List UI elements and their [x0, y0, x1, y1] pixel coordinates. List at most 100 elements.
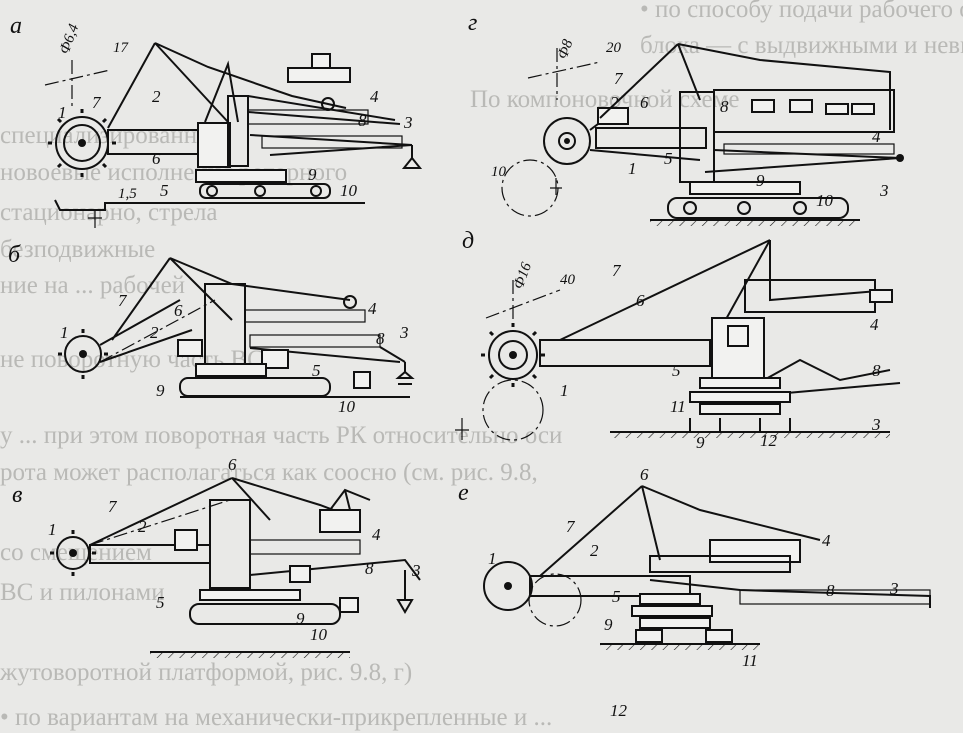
bg-line: у ... при этом поворотная часть РК относ…	[0, 422, 563, 449]
part-label: 7	[612, 261, 622, 280]
part-label: 10	[816, 191, 834, 210]
part-label: 2	[152, 87, 161, 106]
part-label: 9	[308, 165, 317, 184]
part-label: 7	[118, 291, 128, 310]
part-label: 11	[670, 397, 686, 416]
part-label: 7	[108, 497, 118, 516]
part-label: 8	[365, 559, 374, 578]
part-label: 7	[566, 517, 576, 536]
part-label: 8	[720, 97, 729, 116]
part-label: 6	[640, 465, 649, 484]
bg-line: рота может располагаться как соосно (см.…	[0, 459, 538, 486]
part-label: 10	[340, 181, 358, 200]
bucket-wheel	[58, 329, 108, 379]
bg-line: • по способу подачи рабочего органа на з…	[640, 0, 963, 23]
part-label: 1	[48, 520, 57, 539]
part-label: 4	[872, 127, 881, 146]
part-label: 8	[358, 111, 367, 130]
bg-line: блока — с выдвижными и невыдвижными стре…	[640, 32, 963, 59]
part-label: 9	[604, 615, 613, 634]
part-label: 2	[610, 93, 619, 112]
part-label: 2	[138, 517, 147, 536]
part-label: 1	[488, 549, 497, 568]
part-label: 8	[826, 581, 835, 600]
part-label: 4	[822, 531, 831, 550]
dim-diameter: Ф6,4	[57, 21, 83, 56]
dim-height: 20	[606, 40, 622, 56]
panel-letter: в	[12, 482, 22, 508]
part-label: 4	[870, 315, 879, 334]
part-label: 5	[672, 361, 681, 380]
part-label: 12	[760, 431, 778, 450]
part-label: 6	[636, 291, 645, 310]
bg-line: ВС и пилонами	[0, 579, 165, 606]
part-label: 7	[614, 69, 624, 88]
part-label: 9	[756, 171, 765, 190]
panel-letter: е	[458, 480, 469, 506]
part-label: 10	[310, 625, 328, 644]
part-label: 10	[338, 397, 356, 416]
dim-depth: 1,5	[118, 186, 137, 202]
bg-line: ние на ... рабочей	[0, 272, 186, 299]
part-label: 8	[872, 361, 881, 380]
panel-letter: б	[8, 242, 21, 268]
bg-line: • по вариантам на механически-прикреплен…	[0, 704, 553, 731]
part-label: 1	[628, 159, 637, 178]
part-label: 3	[889, 579, 899, 598]
part-label: 1	[560, 381, 569, 400]
part-label: 9	[156, 381, 165, 400]
bg-line: жутоворотной платформой, рис. 9.8, г)	[0, 659, 413, 686]
part-label: 6	[640, 93, 649, 112]
part-label: 5	[664, 149, 673, 168]
part-label: 6	[174, 301, 183, 320]
bucket-wheel	[48, 109, 116, 177]
part-label: 3	[411, 561, 421, 580]
part-label: 5	[612, 587, 621, 606]
part-label: 3	[399, 323, 409, 342]
panel-a: а	[10, 13, 423, 228]
part-label: 4	[370, 87, 379, 106]
panel-letter: г	[468, 10, 477, 36]
part-label: 5	[160, 181, 169, 200]
part-label: 5	[312, 361, 321, 380]
dim-height: 40	[560, 272, 576, 288]
part-label: 9	[296, 609, 305, 628]
part-label: 1	[60, 323, 69, 342]
panel-b: б 1 7 2	[8, 242, 415, 416]
bucket-wheel	[543, 117, 591, 165]
part-label: 7	[92, 93, 102, 112]
part-label: 3	[879, 181, 889, 200]
dim-depth: 10	[491, 164, 507, 180]
tower-block	[197, 122, 231, 168]
panel-letter: а	[10, 13, 22, 39]
bucket-wheel	[483, 561, 533, 611]
dim-diameter: Ф16	[511, 260, 535, 291]
bucket-wheel	[481, 323, 545, 387]
part-label: 8	[376, 329, 385, 348]
panel-letter: д	[462, 228, 474, 254]
dim-height: 17	[113, 40, 130, 56]
panel-d: д	[455, 228, 901, 452]
part-label: 2	[150, 323, 159, 342]
panel-e: е 1 7 2 6 4 5 8 3	[458, 465, 931, 720]
part-label: 4	[368, 299, 377, 318]
part-label: 3	[871, 415, 881, 434]
part-label: 2	[590, 541, 599, 560]
part-label: 6	[152, 149, 161, 168]
panel-v: в 1	[12, 455, 421, 658]
bg-line: безподвижные	[0, 236, 156, 263]
part-label: 5	[156, 593, 165, 612]
part-label: 6	[228, 455, 237, 474]
dim-diameter: Ф8	[555, 37, 577, 61]
part-label: 12	[610, 701, 628, 720]
bg-line: новоевые исполнения роторного	[0, 159, 348, 186]
part-label: 3	[403, 113, 413, 132]
part-label: 9	[696, 433, 705, 452]
panel-g: г	[468, 10, 904, 226]
part-label: 4	[372, 525, 381, 544]
part-label: 1	[58, 103, 67, 122]
part-label: 11	[742, 651, 758, 670]
